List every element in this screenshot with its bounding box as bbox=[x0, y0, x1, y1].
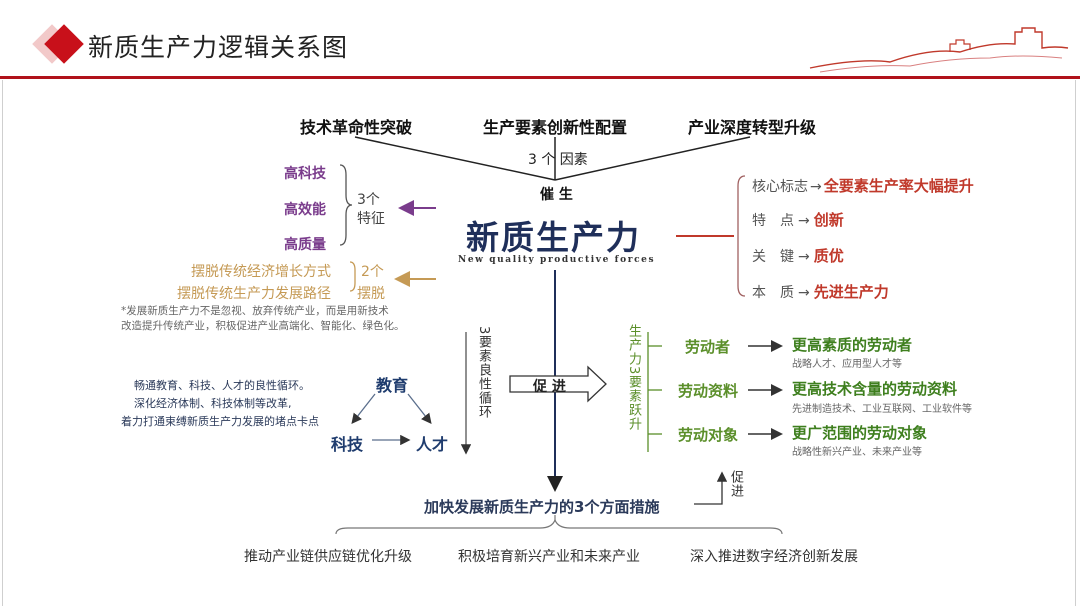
center-title: 新质生产力 bbox=[466, 218, 641, 257]
header-rule bbox=[0, 76, 1080, 79]
center-subtitle: New quality productive forces bbox=[458, 255, 656, 265]
element-from: 劳动资料 bbox=[678, 382, 739, 400]
element-to: 更广范围的劳动对象 bbox=[792, 424, 928, 442]
factors-label: 3 个 因素 bbox=[528, 152, 588, 168]
page-title: 新质生产力逻辑关系图 bbox=[88, 33, 349, 62]
cycle-technology: 科技 bbox=[331, 435, 364, 454]
cycle-talent: 人才 bbox=[416, 435, 449, 454]
cycle-text: 着力打通束缚新质生产力发展的堵点卡点 bbox=[121, 415, 319, 428]
features-label: 3个 特征 bbox=[357, 192, 385, 227]
attr-row-essence: 本 质→先进生产力 bbox=[752, 283, 889, 301]
attr-row-feature: 特 点→创新 bbox=[752, 211, 844, 229]
measure-item: 积极培育新兴产业和未来产业 bbox=[458, 549, 640, 565]
attr-key: 关 键 bbox=[752, 249, 794, 265]
attr-value: 先进生产力 bbox=[813, 283, 889, 301]
measures-title: 加快发展新质生产力的3个方面措施 bbox=[424, 498, 660, 516]
feature-item: 高科技 bbox=[284, 166, 326, 182]
element-to: 更高技术含量的劳动资料 bbox=[792, 380, 958, 398]
cycle-text: 深化经济体制、科技体制等改革, bbox=[134, 397, 292, 410]
element-sub: 先进制造技术、工业互联网、工业软件等 bbox=[792, 404, 972, 415]
attr-row-key: 关 键→质优 bbox=[752, 247, 844, 265]
cycle-education: 教育 bbox=[376, 376, 409, 395]
element-to: 更高素质的劳动者 bbox=[792, 336, 913, 354]
header: 新质生产力逻辑关系图 bbox=[0, 0, 1080, 80]
attr-key: 特 点 bbox=[752, 213, 794, 229]
leap-vertical-label: 生产力3要素跃升 bbox=[626, 324, 641, 432]
factor-factor-allocation: 生产要素创新性配置 bbox=[483, 118, 628, 137]
attr-value: 创新 bbox=[813, 211, 844, 229]
attr-key: 核心标志 bbox=[752, 179, 808, 195]
attr-value: 质优 bbox=[813, 247, 844, 265]
great-wall-icon bbox=[809, 27, 1069, 73]
measure-item: 推动产业链供应链优化升级 bbox=[244, 549, 412, 565]
note-line: *发展新质生产力不是忽视、放弃传统产业，而是用新技术 bbox=[121, 305, 389, 317]
attr-key: 本 质 bbox=[752, 285, 794, 301]
note-line: 改造提升传统产业，积极促进产业高端化、智能化、绿色化。 bbox=[121, 320, 405, 332]
cycle-text: 畅通教育、科技、人才的良性循环。 bbox=[134, 379, 310, 392]
attr-value: 全要素生产率大幅提升 bbox=[823, 177, 974, 195]
attr-row-core: 核心标志→全要素生产率大幅提升 bbox=[752, 177, 974, 195]
cycle-vertical-label: 3要素良性循环 bbox=[476, 326, 491, 420]
bottom-promote-label: 促进 bbox=[728, 470, 743, 498]
breakaway-label-count: 2个 bbox=[361, 264, 384, 280]
element-sub: 战略人才、应用型人才等 bbox=[792, 359, 902, 370]
element-from: 劳动对象 bbox=[678, 426, 739, 444]
diagram-frame bbox=[2, 80, 1076, 606]
element-from: 劳动者 bbox=[685, 338, 731, 356]
measure-item: 深入推进数字经济创新发展 bbox=[690, 549, 858, 565]
breakaway-item: 摆脱传统经济增长方式 bbox=[191, 264, 331, 280]
element-sub: 战略性新兴产业、未来产业等 bbox=[792, 447, 922, 458]
catalyze-label: 催 生 bbox=[540, 187, 573, 203]
breakaway-item: 摆脱传统生产力发展路径 bbox=[177, 286, 331, 302]
feature-item: 高质量 bbox=[284, 237, 326, 253]
promote-label: 促 进 bbox=[533, 379, 566, 395]
factor-tech-revolution: 技术革命性突破 bbox=[300, 118, 413, 137]
feature-item: 高效能 bbox=[284, 202, 326, 218]
breakaway-label: 摆脱 bbox=[357, 286, 385, 302]
factor-industry-upgrade: 产业深度转型升级 bbox=[688, 118, 817, 137]
